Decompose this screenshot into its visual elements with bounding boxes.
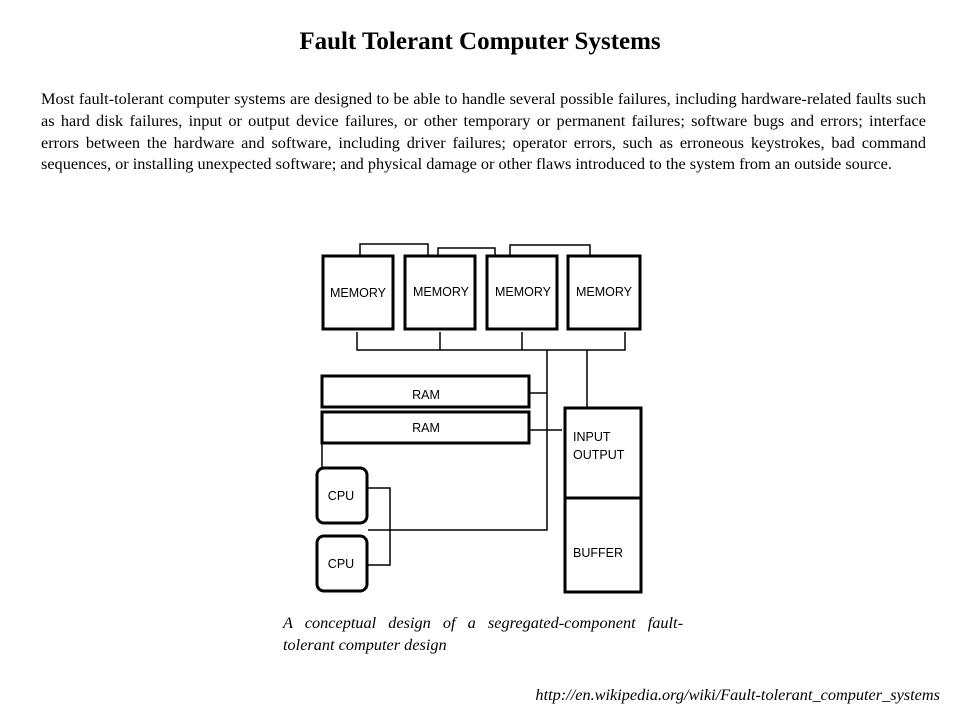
top-bus-2	[437, 247, 496, 260]
memory-block-2	[403, 254, 477, 331]
fault-tolerant-architecture-diagram: MEMORY MEMORY MEMORY MEMORY RAM RAM CPU …	[315, 243, 643, 594]
cpu-block-1	[315, 466, 369, 525]
output-label: OUTPUT	[573, 448, 625, 462]
top-bus-3	[509, 244, 591, 260]
memory-label-1: MEMORY	[330, 286, 387, 300]
cpu-block-2	[315, 534, 369, 593]
memory-bus	[356, 332, 626, 351]
ram-label-2: RAM	[412, 421, 440, 435]
memory-block-4	[566, 254, 642, 331]
ram-label-1: RAM	[412, 388, 440, 402]
buffer-block	[563, 496, 643, 594]
memory-block-1	[321, 254, 395, 331]
top-bus-1	[359, 243, 429, 260]
memory-block-3	[485, 254, 559, 331]
memory-label-3: MEMORY	[495, 285, 552, 299]
memory-label-2: MEMORY	[413, 285, 470, 299]
buffer-label: BUFFER	[573, 546, 623, 560]
ram-block-1	[320, 374, 531, 409]
diagram-caption: A conceptual design of a segregated-comp…	[283, 613, 683, 654]
cpu-label-1: CPU	[328, 489, 354, 503]
input-label: INPUT	[573, 430, 611, 444]
slide-title: Fault Tolerant Computer Systems	[299, 28, 661, 55]
source-url: http://en.wikipedia.org/wiki/Fault-toler…	[535, 685, 940, 704]
ram-link-3	[321, 442, 362, 468]
cpu-link-1	[368, 487, 391, 566]
cpu-label-2: CPU	[328, 557, 354, 571]
intro-paragraph: Most fault-tolerant computer systems are…	[41, 89, 926, 174]
trunk-left	[368, 350, 548, 531]
ram-block-2	[320, 410, 531, 445]
memory-label-4: MEMORY	[576, 285, 633, 299]
